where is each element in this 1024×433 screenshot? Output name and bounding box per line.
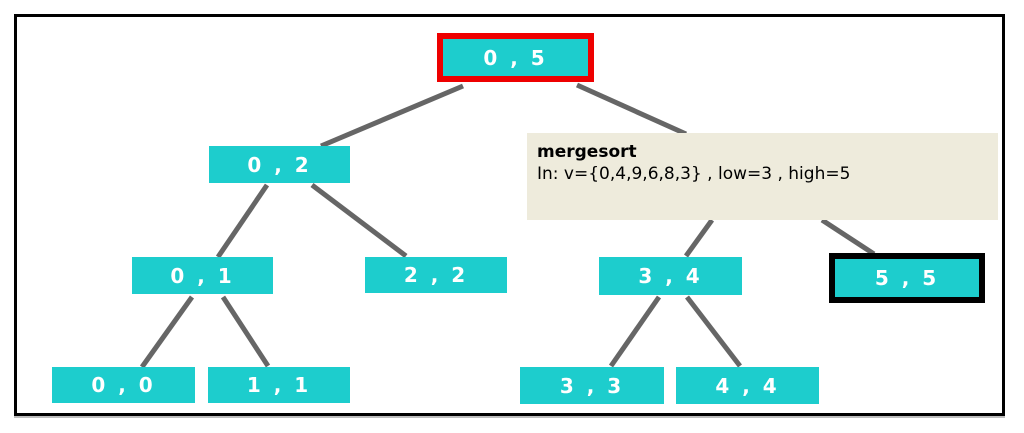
tooltip: mergesort In: v={0,4,9,6,8,3} , low=3 , …: [527, 133, 998, 220]
tree-node-0-2[interactable]: 0 , 2: [209, 146, 350, 183]
tree-node-0-5[interactable]: 0 , 5: [437, 33, 594, 82]
tree-node-3-3[interactable]: 3 , 3: [520, 367, 664, 404]
tree-node-5-5[interactable]: 5 , 5: [829, 253, 985, 303]
tree-node-0-1[interactable]: 0 , 1: [132, 257, 273, 294]
tree-node-0-0[interactable]: 0 , 0: [52, 367, 195, 403]
tree-node-3-4[interactable]: 3 , 4: [599, 257, 742, 295]
tree-node-4-4[interactable]: 4 , 4: [676, 367, 819, 404]
tooltip-detail: In: v={0,4,9,6,8,3} , low=3 , high=5: [537, 164, 851, 184]
tooltip-title: mergesort: [537, 142, 637, 162]
canvas-frame: [14, 14, 1005, 416]
tree-node-1-1[interactable]: 1 , 1: [208, 367, 350, 403]
tree-node-2-2[interactable]: 2 , 2: [365, 257, 507, 293]
